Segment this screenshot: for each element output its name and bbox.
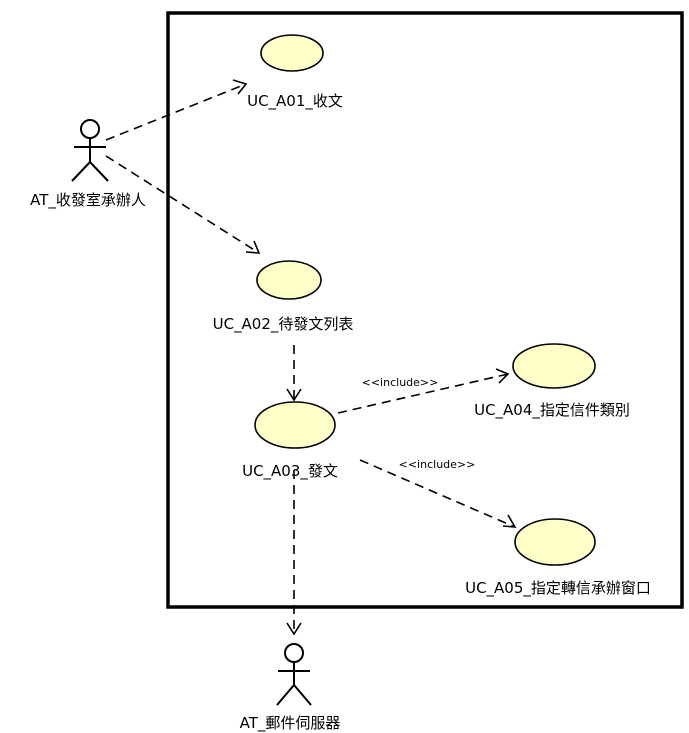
actor-mail-server-label: AT_郵件伺服器 — [240, 714, 341, 733]
use-case-a02-ellipse — [256, 260, 322, 300]
use-case-a05-ellipse — [514, 518, 596, 566]
use-case-a01-ellipse — [260, 34, 324, 72]
use-case-a05-label: UC_A05_指定轉信承辦窗口 — [465, 579, 651, 598]
use-case-a01[interactable]: UC_A01_收文 — [247, 34, 343, 111]
include-a04-stereotype: <<include>> — [362, 376, 439, 389]
actor-head-icon — [284, 643, 304, 663]
include-a05-stereotype: <<include>> — [399, 458, 476, 471]
edge-a03-a04-include — [337, 368, 510, 414]
use-case-a04[interactable]: UC_A04_指定信件類別 — [474, 343, 630, 420]
actor-mail-server[interactable]: AT_郵件伺服器 — [240, 643, 341, 733]
use-case-a04-ellipse — [512, 343, 596, 389]
use-case-a03[interactable]: UC_A03_發文 — [242, 401, 338, 481]
edge-a03-a05-include — [359, 459, 517, 528]
use-case-a02[interactable]: UC_A02_待發文列表 — [213, 260, 354, 334]
system-boundary — [166, 11, 684, 609]
actor-receiver-label: AT_收發室承辦人 — [30, 191, 146, 210]
use-case-a02-label: UC_A02_待發文列表 — [213, 315, 354, 334]
edge-a02-a03 — [286, 345, 302, 402]
actor-head-icon — [80, 119, 100, 139]
use-case-a05[interactable]: UC_A05_指定轉信承辦窗口 — [465, 518, 651, 598]
use-case-a03-ellipse — [254, 401, 336, 449]
actor-receiver[interactable]: AT_收發室承辦人 — [30, 119, 146, 210]
use-case-a01-label: UC_A01_收文 — [247, 92, 343, 111]
edge-receiver-a01 — [105, 79, 248, 141]
edge-receiver-a02 — [105, 155, 261, 254]
use-case-a03-label: UC_A03_發文 — [242, 462, 338, 481]
use-case-a04-label: UC_A04_指定信件類別 — [474, 401, 630, 420]
edge-a03-mailserver — [286, 470, 302, 636]
